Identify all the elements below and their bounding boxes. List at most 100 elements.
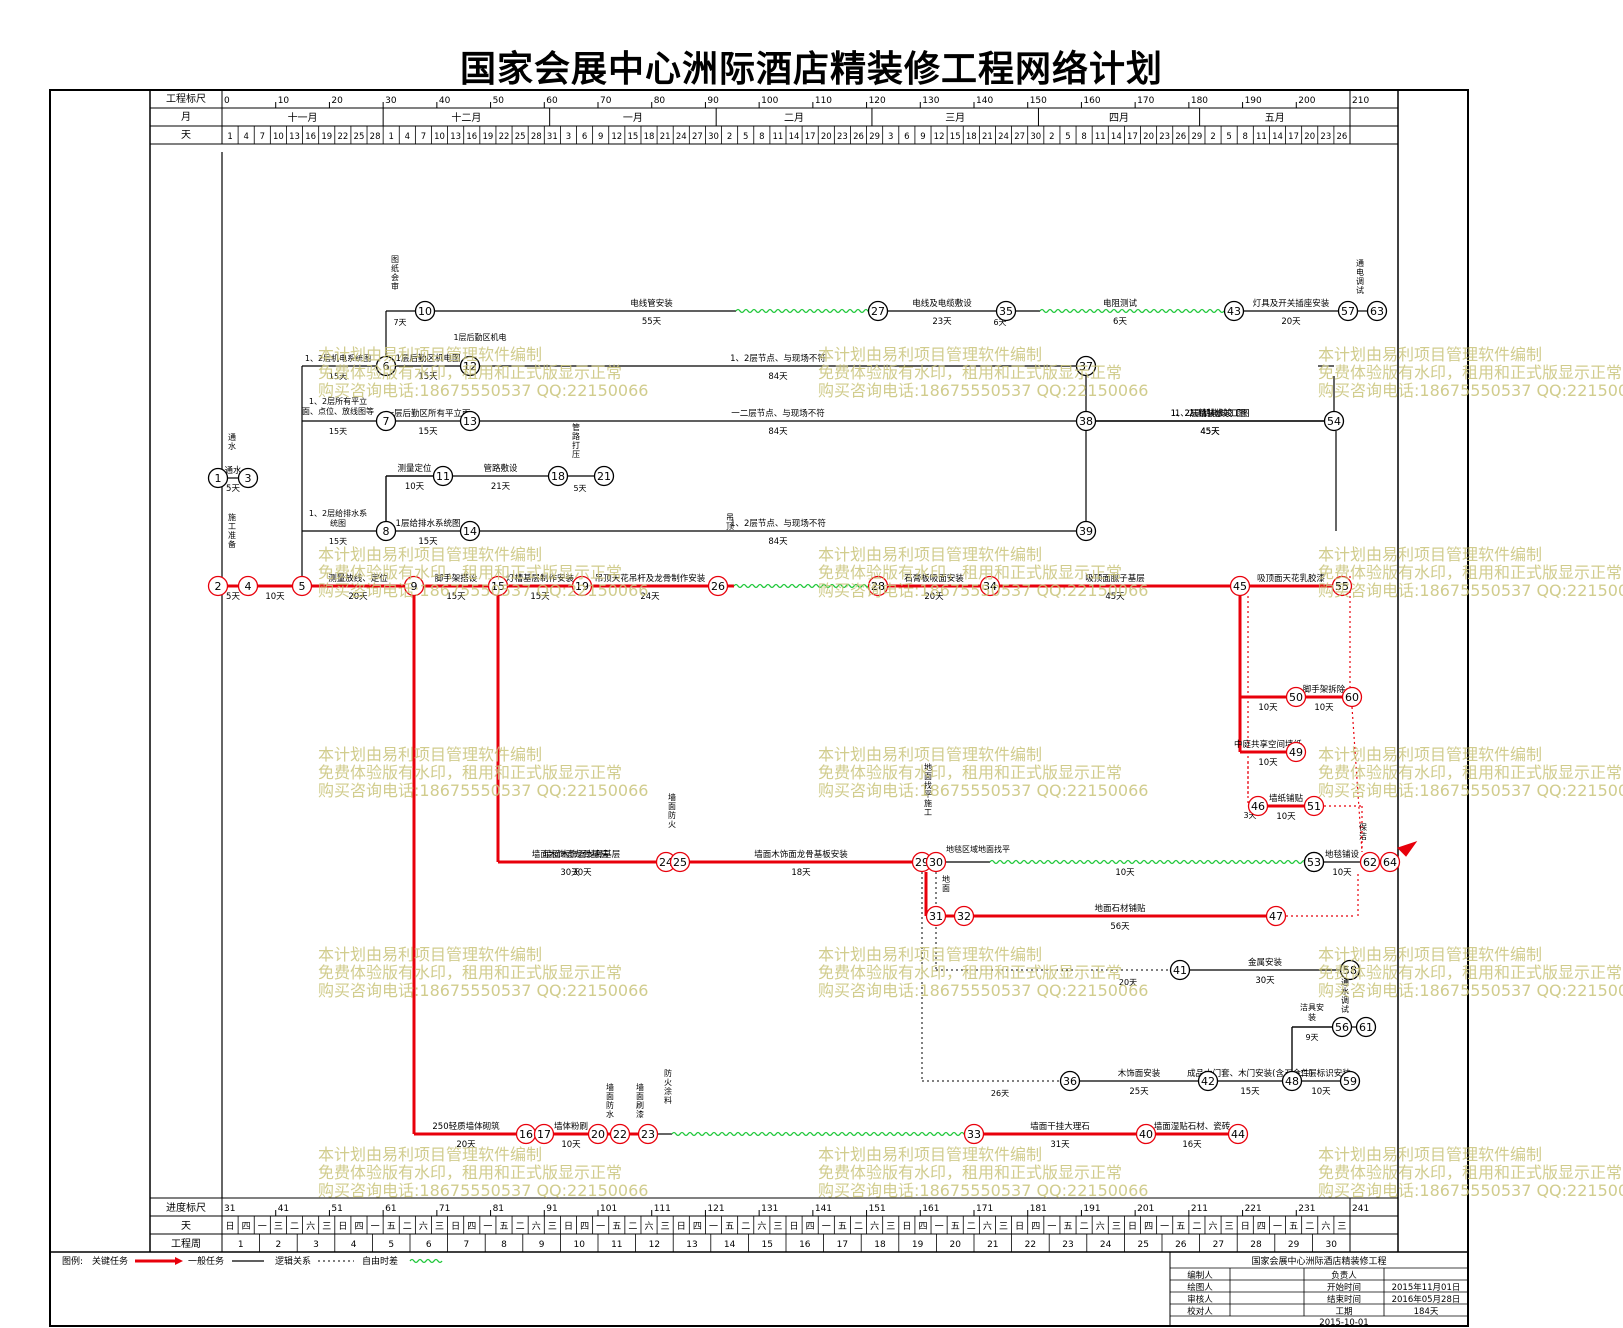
label-char: 试 (1356, 285, 1364, 295)
activity-duration: 5天 (226, 484, 240, 494)
node-number: 32 (957, 910, 971, 923)
day-label: 13 (450, 132, 461, 142)
footer-scale-label: 121 (707, 1204, 724, 1214)
day-label: 7 (260, 132, 265, 142)
label-char: 防 (664, 1068, 672, 1078)
day-label: 12 (611, 132, 622, 142)
day-label: 12 (934, 132, 945, 142)
week-label: 10 (573, 1240, 585, 1250)
weekday-label: 一 (1273, 1222, 1282, 1232)
day-label: 29 (1192, 132, 1203, 142)
weekday-label: 一 (1160, 1222, 1169, 1232)
activity-name: 地毯铺设 (1325, 849, 1360, 860)
node-circle (1379, 851, 1401, 873)
weekday-label: 二 (628, 1222, 637, 1232)
weekday-label: 三 (435, 1222, 444, 1232)
day-label: 8 (1243, 132, 1248, 142)
node-circle (207, 575, 229, 597)
activity-duration: 84天 (768, 537, 788, 547)
label-char: 试 (1341, 1004, 1349, 1014)
activity-name: 成品木门套、木门安装(含五金件) (1187, 1068, 1313, 1079)
activity-name: 洁具安 (1300, 1002, 1324, 1012)
node-circle (925, 851, 947, 873)
scale-tick-label: 50 (493, 96, 505, 106)
week-label: 13 (686, 1240, 697, 1250)
footer-scale-label: 191 (1083, 1204, 1100, 1214)
free-float-wave (989, 859, 1308, 865)
day-label: 4 (243, 132, 248, 142)
node-number: 3 (245, 472, 252, 485)
weekday-label: 四 (693, 1222, 702, 1232)
day-label: 5 (1226, 132, 1231, 142)
header-row-label: 天 (181, 130, 191, 141)
day-label: 2 (1210, 132, 1215, 142)
weekday-label: 三 (773, 1222, 782, 1232)
node-circle (1229, 575, 1251, 597)
activity-name: 装 (1308, 1012, 1316, 1022)
node-circle (1339, 959, 1361, 981)
title-block-label: 开始时间 (1327, 1282, 1361, 1293)
activity-duration: 9天 (1305, 1033, 1318, 1042)
day-label: 15 (950, 132, 961, 142)
node-number: 9 (411, 580, 418, 593)
week-label: 6 (426, 1240, 432, 1250)
activity-name: 1、2层机电系统图 (305, 353, 371, 363)
day-label: 16 (466, 132, 477, 142)
scale-tick-label: 210 (1352, 96, 1369, 106)
activity-name: 通水 (224, 465, 242, 476)
node-number: 43 (1227, 305, 1241, 318)
node-circle (995, 300, 1017, 322)
node-circle (403, 575, 425, 597)
day-label: 16 (305, 132, 316, 142)
node-number: 1 (215, 472, 222, 485)
day-label: 30 (708, 132, 719, 142)
activity-name: 墙面木饰面龙骨基板安装 (754, 849, 848, 860)
weekday-label: 二 (516, 1222, 525, 1232)
day-label: 5 (743, 132, 748, 142)
activity-name: 墙面干挂大理石 (1030, 1121, 1090, 1132)
week-label: 14 (724, 1240, 736, 1250)
weekday-label: 六 (645, 1220, 654, 1232)
node-number: 57 (1341, 305, 1355, 318)
weekday-label: 五 (951, 1222, 960, 1232)
activity-duration: 10天 (1311, 1087, 1331, 1097)
day-label: 20 (821, 132, 832, 142)
activity-name: 统图 (330, 518, 346, 528)
week-label: 29 (1288, 1240, 1300, 1250)
weekday-label: 一 (483, 1222, 492, 1232)
node-circle (1135, 1123, 1157, 1145)
weekday-label: 三 (322, 1222, 331, 1232)
node-number: 41 (1173, 964, 1187, 977)
weekday-label: 四 (1257, 1222, 1266, 1232)
day-label: 18 (644, 132, 655, 142)
activity-duration: 25天 (1129, 1087, 1149, 1097)
weekday-label: 一 (596, 1222, 605, 1232)
week-label: 4 (351, 1240, 357, 1250)
legend-logic-label: 逻辑关系 (275, 1255, 311, 1267)
activity-duration: 10天 (405, 482, 425, 492)
node-circle (291, 575, 313, 597)
node-number: 61 (1359, 1021, 1373, 1034)
node-number: 14 (463, 525, 477, 538)
day-label: 29 (869, 132, 880, 142)
footer-scale-label: 151 (869, 1204, 886, 1214)
node-circle (459, 410, 481, 432)
node-circle (1337, 300, 1359, 322)
node-number: 40 (1139, 1128, 1153, 1141)
day-label: 25 (354, 132, 365, 142)
weekday-label: 六 (306, 1220, 315, 1232)
activity-name: 1层后勤区机电图 (396, 353, 461, 364)
week-label: 15 (761, 1240, 772, 1250)
node-circle (547, 465, 569, 487)
node-circle (1355, 1016, 1377, 1038)
label-char: 地 (924, 762, 932, 772)
weekday-label: 三 (886, 1222, 895, 1232)
week-label: 27 (1213, 1240, 1224, 1250)
weekday-label: 日 (338, 1221, 347, 1232)
legend: 图例:关键任务一般任务逻辑关系自由时差 (62, 1255, 443, 1267)
scale-tick-label: 60 (546, 96, 558, 106)
